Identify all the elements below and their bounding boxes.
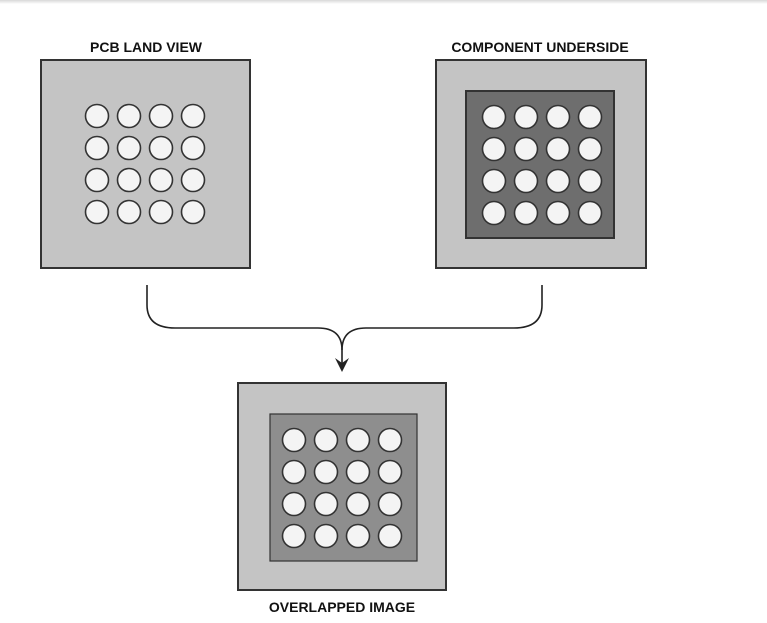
- pad: [481, 136, 507, 162]
- pad: [513, 168, 539, 194]
- pad: [545, 200, 571, 226]
- label-overlapped-image: OVERLAPPED IMAGE: [269, 599, 415, 615]
- pad: [377, 427, 403, 453]
- pad: [513, 104, 539, 130]
- pad: [116, 103, 142, 129]
- pad: [545, 168, 571, 194]
- pad: [377, 523, 403, 549]
- pad: [148, 103, 174, 129]
- connector-left: [146, 285, 343, 366]
- pad: [313, 491, 339, 517]
- pad: [180, 199, 206, 225]
- arrow-head-icon: [335, 358, 349, 372]
- pad: [281, 427, 307, 453]
- pcb-pads: [84, 103, 206, 225]
- pad: [281, 523, 307, 549]
- pad: [116, 135, 142, 161]
- pad: [377, 491, 403, 517]
- pad: [481, 104, 507, 130]
- pad: [281, 459, 307, 485]
- label-pcb-land-view: PCB LAND VIEW: [90, 39, 203, 55]
- pad: [180, 167, 206, 193]
- pad: [345, 427, 371, 453]
- pcb-board: [40, 59, 251, 269]
- pad: [345, 491, 371, 517]
- pad: [481, 200, 507, 226]
- label-component-underside: COMPONENT UNDERSIDE: [451, 39, 628, 55]
- pad: [345, 459, 371, 485]
- pad: [313, 459, 339, 485]
- pad: [481, 168, 507, 194]
- pad: [148, 199, 174, 225]
- pad: [313, 523, 339, 549]
- pad: [577, 104, 603, 130]
- pad: [281, 491, 307, 517]
- pad: [148, 135, 174, 161]
- pad: [577, 168, 603, 194]
- pad: [313, 427, 339, 453]
- component-balls: [481, 104, 603, 226]
- pad: [84, 103, 110, 129]
- pad: [545, 136, 571, 162]
- pad: [577, 200, 603, 226]
- pad: [377, 459, 403, 485]
- pad: [577, 136, 603, 162]
- top-shadow: [0, 0, 767, 4]
- pad: [148, 167, 174, 193]
- pad: [116, 167, 142, 193]
- overlap-pads: [281, 427, 403, 549]
- pad: [84, 199, 110, 225]
- pad: [513, 200, 539, 226]
- pad: [345, 523, 371, 549]
- pad: [180, 103, 206, 129]
- pad: [545, 104, 571, 130]
- pad: [180, 135, 206, 161]
- pad: [116, 199, 142, 225]
- pad: [84, 167, 110, 193]
- connector-right: [341, 285, 543, 351]
- pad: [513, 136, 539, 162]
- pad: [84, 135, 110, 161]
